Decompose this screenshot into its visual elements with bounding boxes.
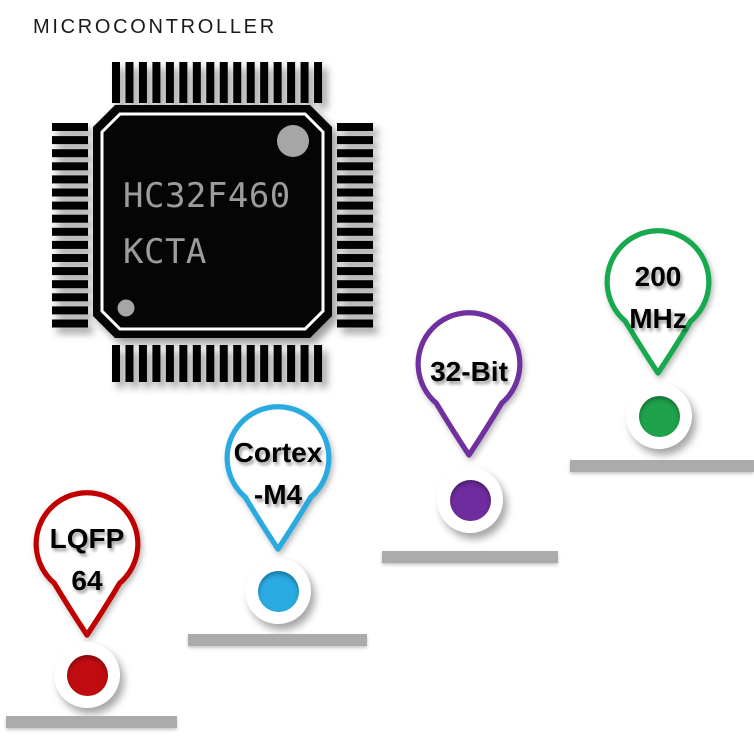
balloon-label-line: 200 bbox=[634, 261, 682, 292]
chip-pins bbox=[52, 62, 373, 382]
balloon-label-line: 64 bbox=[71, 565, 103, 596]
balloon-label: Cortex -M4 bbox=[216, 432, 340, 516]
step-bar bbox=[188, 634, 367, 646]
marker-dot bbox=[437, 467, 503, 533]
marker-dot-center bbox=[638, 395, 680, 437]
marker-dot bbox=[54, 642, 120, 708]
chip-label-line2: KCTA bbox=[123, 232, 207, 272]
balloon-label-line: MHz bbox=[629, 303, 687, 334]
microcontroller-chip: HC32F460 KCTA bbox=[52, 62, 373, 382]
page-title: MICROCONTROLLER bbox=[33, 16, 277, 38]
chip-label-line1: HC32F460 bbox=[123, 176, 291, 216]
balloon-label-line: -M4 bbox=[253, 479, 303, 510]
balloon-outline bbox=[604, 228, 712, 376]
chip-body bbox=[93, 105, 332, 338]
marker-dot-center bbox=[66, 654, 108, 696]
balloon-outline bbox=[33, 490, 141, 638]
balloon-label-line: LQFP bbox=[49, 523, 125, 554]
step-bar bbox=[382, 551, 558, 563]
balloon-label-line: 32-Bit bbox=[430, 356, 508, 387]
balloon-label: 32-Bit bbox=[407, 351, 531, 393]
marker-dot-center bbox=[257, 570, 299, 612]
balloon-label: 200 MHz bbox=[596, 256, 720, 340]
balloon-label: LQFP 64 bbox=[25, 518, 149, 602]
chip-inner-outline bbox=[100, 112, 325, 331]
marker-dot bbox=[626, 383, 692, 449]
balloon-outline bbox=[224, 404, 332, 552]
step-bar bbox=[6, 716, 177, 728]
corner-marker-dot bbox=[117, 299, 135, 317]
marker-dot-center bbox=[449, 479, 491, 521]
step-bar bbox=[570, 460, 754, 472]
balloon-label-line: Cortex bbox=[233, 437, 323, 468]
marker-dot bbox=[245, 558, 311, 624]
balloon-outline bbox=[415, 310, 523, 458]
pin1-marker-dot bbox=[277, 125, 309, 157]
